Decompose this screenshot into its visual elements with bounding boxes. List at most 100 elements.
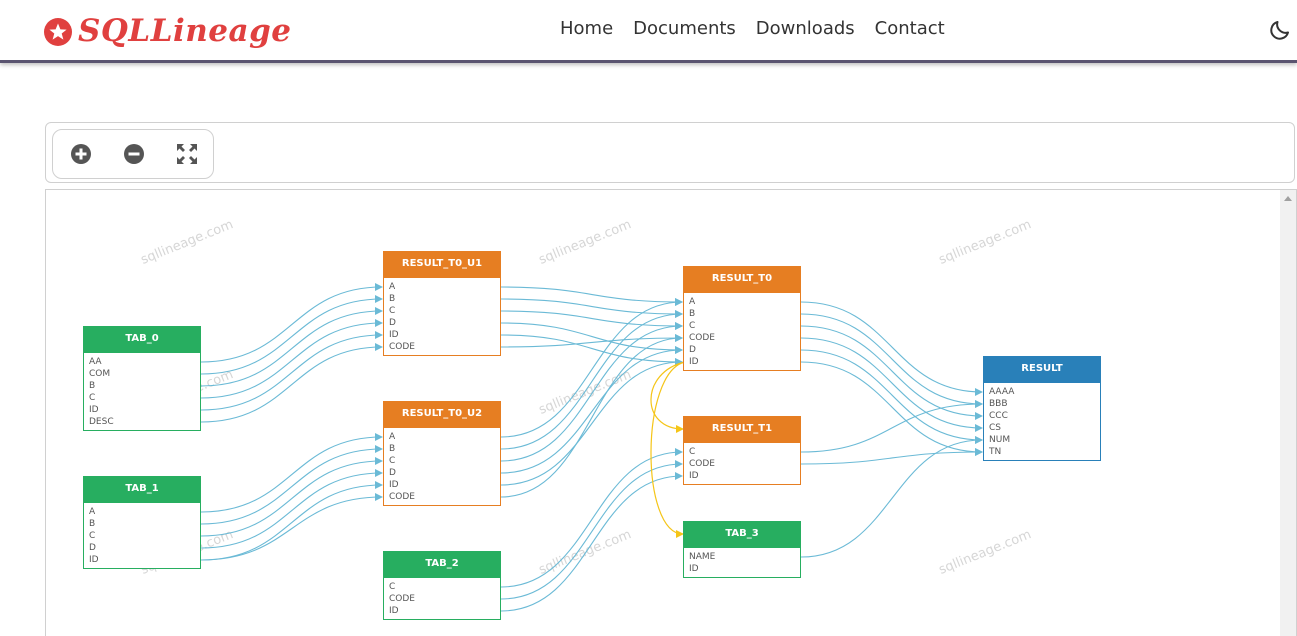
column-field[interactable]: CODE xyxy=(389,492,415,502)
column-field[interactable]: CCC xyxy=(989,411,1008,421)
column-field[interactable]: CODE xyxy=(689,459,715,469)
column-lineage-edge xyxy=(800,313,983,408)
column-field[interactable]: A xyxy=(389,432,396,442)
lineage-canvas[interactable]: sqllineage.com sqllineage.com sqllineage… xyxy=(45,189,1297,636)
column-field[interactable]: ID xyxy=(389,606,399,616)
column-lineage-edge xyxy=(500,334,683,366)
logo[interactable]: SQLLineage xyxy=(44,13,292,49)
column-field[interactable]: CODE xyxy=(689,333,715,343)
nav-contact[interactable]: Contact xyxy=(874,18,945,39)
column-field[interactable]: ID xyxy=(689,564,699,574)
zoom-out-icon[interactable] xyxy=(122,142,146,166)
column-field[interactable]: A xyxy=(389,282,396,292)
table-node-title: TAB_1 xyxy=(84,477,200,503)
column-lineage-edge xyxy=(500,334,683,348)
column-lineage-edge xyxy=(800,361,983,456)
zoom-in-icon[interactable] xyxy=(69,142,93,166)
column-field[interactable]: AA xyxy=(89,357,102,367)
column-lineage-edge xyxy=(800,400,983,453)
table-node-fields: AAAA BBB CCC CS NUM TN xyxy=(984,383,1100,460)
column-field[interactable]: D xyxy=(389,468,396,478)
column-field[interactable]: B xyxy=(689,309,696,319)
table-node-title: RESULT_T1 xyxy=(684,417,800,443)
column-lineage-edge xyxy=(200,307,383,387)
column-field[interactable]: NUM xyxy=(989,435,1011,445)
nav-home[interactable]: Home xyxy=(560,18,614,39)
column-lineage-edge xyxy=(200,457,383,537)
column-lineage-edge xyxy=(500,286,683,306)
column-lineage-edge xyxy=(200,433,383,513)
column-lineage-edge xyxy=(200,481,383,561)
column-field[interactable]: D xyxy=(89,543,96,553)
column-lineage-edge xyxy=(500,472,683,612)
column-field[interactable]: AAAA xyxy=(989,387,1015,397)
fullscreen-icon[interactable] xyxy=(175,142,199,166)
column-field[interactable]: TN xyxy=(989,447,1002,457)
table-node-fields: NAME ID xyxy=(684,548,800,577)
column-field[interactable]: ID xyxy=(689,471,699,481)
column-field[interactable]: C xyxy=(689,321,696,331)
table-node-title: RESULT_T0 xyxy=(684,267,800,293)
column-field[interactable]: C xyxy=(89,393,96,403)
column-field[interactable]: C xyxy=(689,447,696,457)
column-field[interactable]: D xyxy=(389,318,396,328)
nav-downloads[interactable]: Downloads xyxy=(755,18,855,39)
scroll-up-arrow-icon[interactable] xyxy=(1284,196,1292,201)
nav-documents[interactable]: Documents xyxy=(633,18,736,39)
column-field[interactable]: ID xyxy=(89,405,99,415)
column-lineage-edge xyxy=(200,493,383,561)
table-node-title: RESULT_T0_U1 xyxy=(384,252,500,278)
column-lineage-edge xyxy=(500,310,683,330)
column-field[interactable]: C xyxy=(389,306,396,316)
column-field[interactable]: B xyxy=(389,444,396,454)
column-field[interactable]: A xyxy=(689,297,696,307)
vertical-scrollbar[interactable] xyxy=(1280,190,1296,636)
table-node-title: TAB_2 xyxy=(384,552,500,578)
column-lineage-edge xyxy=(500,334,683,498)
column-field[interactable]: NAME xyxy=(689,552,716,562)
column-field[interactable]: ID xyxy=(389,330,399,340)
column-field[interactable]: C xyxy=(389,456,396,466)
logo-text: SQLLineage xyxy=(78,13,292,49)
column-field[interactable]: CODE xyxy=(389,342,415,352)
column-field[interactable]: DESC xyxy=(89,417,114,427)
column-field[interactable]: B xyxy=(89,381,96,391)
column-lineage-edge xyxy=(500,310,683,450)
column-field[interactable]: COM xyxy=(89,369,111,379)
column-field[interactable]: ID xyxy=(389,480,399,490)
column-lineage-edge xyxy=(500,346,683,474)
moon-icon[interactable] xyxy=(1268,18,1292,42)
column-field[interactable]: BBB xyxy=(989,399,1008,409)
column-field[interactable]: CODE xyxy=(389,594,415,604)
column-field[interactable]: C xyxy=(389,582,396,592)
column-field[interactable]: ID xyxy=(689,357,699,367)
column-lineage-edge xyxy=(500,322,683,354)
column-field[interactable]: ID xyxy=(89,555,99,565)
column-field[interactable]: CS xyxy=(989,423,1001,433)
table-node-fields: C CODE ID xyxy=(384,578,500,619)
column-lineage-edge xyxy=(800,301,983,396)
column-lineage-edge xyxy=(500,448,683,588)
column-field[interactable]: B xyxy=(89,519,96,529)
table-node-title: TAB_3 xyxy=(684,522,800,548)
column-field[interactable]: D xyxy=(689,345,696,355)
top-navbar: SQLLineage Home Documents Downloads Cont… xyxy=(0,0,1297,63)
column-lineage-edge xyxy=(200,445,383,525)
graph-toolbar xyxy=(45,122,1295,183)
column-field[interactable]: C xyxy=(89,531,96,541)
column-field[interactable]: B xyxy=(389,294,396,304)
column-lineage-edge xyxy=(200,343,383,423)
column-field[interactable]: A xyxy=(89,507,96,517)
